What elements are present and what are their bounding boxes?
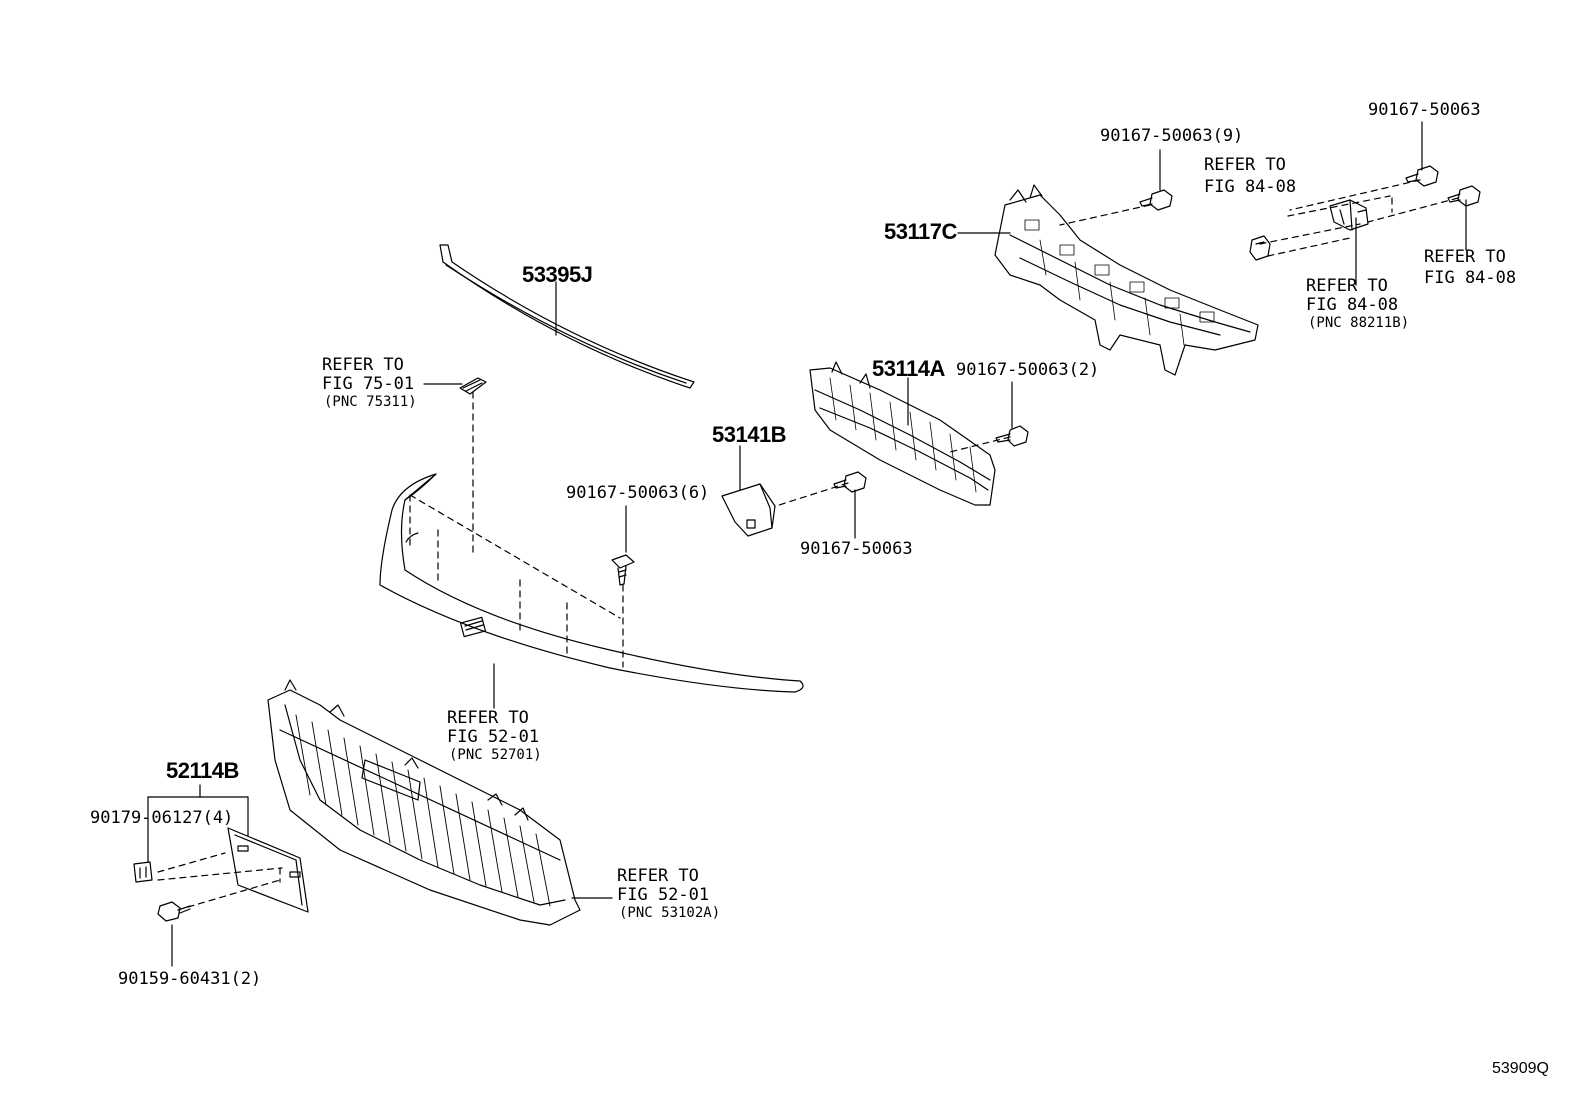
bracket-53141B [721, 483, 776, 537]
label-bolt-90159-60431-2: 90159-60431(2) [118, 969, 262, 989]
label-refer-to-75-01: REFER TO [322, 355, 404, 375]
label-bolt-90167-50063-mid: 90167-50063 [800, 539, 913, 559]
support-53117C [994, 184, 1259, 376]
leader-lines [147, 121, 1467, 967]
label-fig-84-08-b: FIG 84-08 [1424, 268, 1517, 288]
license-bracket-52114B [133, 827, 309, 922]
label-clip-90179-06127-4: 90179-06127(4) [90, 808, 234, 828]
label-fig-52-01-b: FIG 52-01 [617, 885, 710, 905]
diagram-code: 53909Q [1492, 1060, 1549, 1077]
label-fig-75-01: FIG 75-01 [322, 374, 415, 394]
label-bolt-90167-50063-9: 90167-50063(9) [1100, 126, 1244, 146]
label-refer-to-52-01-a: REFER TO [447, 708, 529, 728]
label-fig-84-08-a: FIG 84-08 [1204, 177, 1297, 197]
upper-moulding-53395J [439, 244, 695, 389]
label-refer-to-84-08-a: REFER TO [1204, 155, 1286, 175]
reinforcement-53114A [809, 361, 996, 506]
label-fig-84-08-c: FIG 84-08 [1306, 295, 1399, 315]
radiator-grille [267, 679, 581, 926]
label-refer-to-84-08-b: REFER TO [1424, 247, 1506, 267]
label-part-53114A: 53114A [872, 356, 945, 381]
label-bolt-90167-50063-6: 90167-50063(6) [566, 483, 710, 503]
label-bolt-90167-50063-top: 90167-50063 [1368, 100, 1481, 120]
label-refer-to-52-01-b: REFER TO [617, 866, 699, 886]
label-fig-52-01-a: FIG 52-01 [447, 727, 540, 747]
screw-6 [611, 554, 635, 586]
label-part-53141B: 53141B [712, 422, 787, 447]
label-refer-to-84-08-c: REFER TO [1306, 276, 1388, 296]
sensor-84-08 [1329, 199, 1369, 231]
label-part-52114B: 52114B [166, 758, 239, 783]
label-pnc-52701: (PNC 52701) [449, 747, 542, 763]
label-pnc-88211B: (PNC 88211B) [1308, 315, 1410, 331]
label-part-53395J: 53395J [522, 262, 593, 287]
bolts [833, 165, 1481, 493]
label-bolt-90167-50063-2: 90167-50063(2) [956, 360, 1100, 380]
bumper-cover [379, 377, 804, 693]
label-pnc-75311: (PNC 75311) [324, 394, 417, 410]
label-part-53117C: 53117C [884, 219, 957, 244]
label-pnc-53102A: (PNC 53102A) [619, 905, 721, 921]
